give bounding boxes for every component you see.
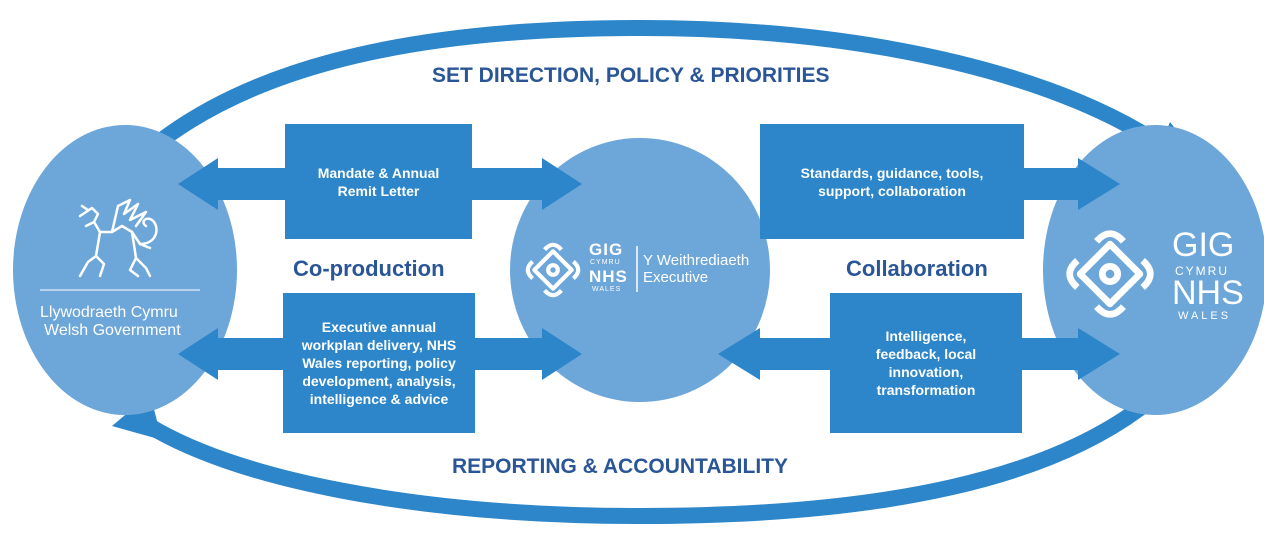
nhs-wales-cymru: CYMRU: [1175, 264, 1229, 278]
welsh-government-circle: [13, 125, 237, 415]
collaboration-heading: Collaboration: [846, 256, 988, 281]
co-production-heading: Co-production: [293, 256, 445, 281]
standards-box: Standards, guidance, tools, support, col…: [760, 124, 1024, 239]
intelligence-box: Intelligence, feedback, local innovation…: [830, 293, 1022, 433]
executive-name-english: Executive: [643, 269, 709, 286]
mandate-box: Mandate & Annual Remit Letter: [285, 124, 472, 239]
bottom-loop-arrow: [135, 385, 1166, 525]
welsh-government-name-welsh: Llywodraeth Cymru: [40, 304, 178, 321]
bottom-heading: REPORTING & ACCOUNTABILITY: [452, 455, 788, 478]
welsh-government-name-english: Welsh Government: [44, 322, 181, 339]
top-heading: SET DIRECTION, POLICY & PRIORITIES: [432, 64, 830, 87]
welsh-dragon-icon: [78, 198, 158, 278]
nhs-wales-nhs: NHS: [1172, 274, 1244, 312]
nhs-executive-circle: [510, 138, 770, 402]
nhs-wales-gig: GIG: [1172, 226, 1235, 264]
nhs-wales-wales: WALES: [1178, 310, 1232, 322]
executive-cymru: CYMRU: [590, 259, 621, 266]
executive-gig: GIG: [589, 240, 624, 259]
top-loop-arrow: [93, 19, 1173, 205]
executive-name-welsh: Y Weithrediaeth: [643, 252, 750, 269]
arrow-standards: [1000, 158, 1120, 210]
executive-reporting-box: Executive annual workplan delivery, NHS …: [283, 293, 475, 433]
executive-nhs: NHS: [589, 267, 628, 286]
executive-wales: WALES: [592, 286, 622, 293]
